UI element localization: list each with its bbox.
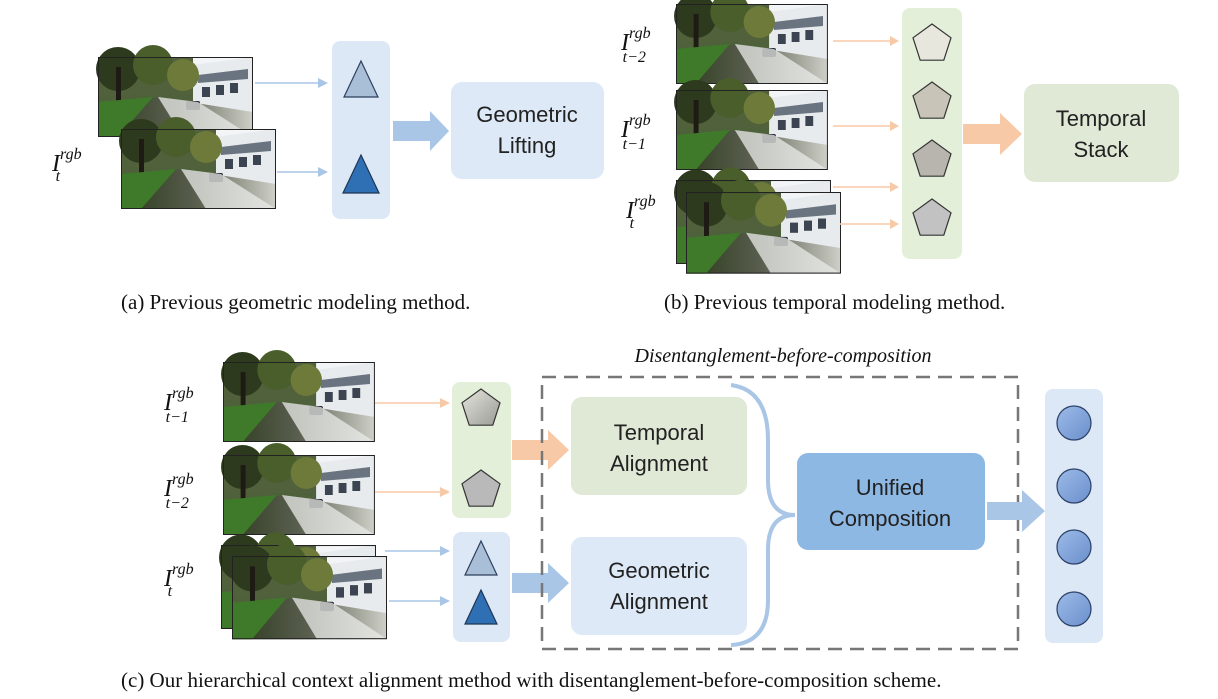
feature-panel-a	[332, 41, 390, 219]
circle-icon	[1056, 405, 1092, 441]
composition-brace	[730, 383, 796, 647]
orange-arrows-b	[833, 40, 890, 225]
scheme-title: Disentanglement-before-composition	[634, 345, 932, 367]
geometric-lifting-line2: Lifting	[498, 133, 557, 158]
triangle-dark-icon	[342, 153, 380, 194]
temporal-alignment-line2: Alignment	[610, 451, 708, 476]
block-arrow-geometric	[512, 563, 569, 603]
caption-c: (c) Our hierarchical context alignment m…	[121, 668, 941, 692]
rgb-frame-c-t-2	[220, 442, 376, 536]
feature-panel-b	[902, 8, 962, 259]
unified-composition-box	[797, 453, 985, 550]
rgb-frame-t-front	[683, 179, 842, 275]
geometric-alignment-box	[571, 537, 747, 635]
circle-icon	[1056, 529, 1092, 565]
block-arrow-b	[963, 113, 1022, 155]
temporal-stack-line1: Temporal	[1056, 106, 1146, 131]
rgb-frame-c-t-front	[229, 543, 388, 640]
temporal-stack-line2: Stack	[1073, 137, 1129, 162]
temporal-alignment-line1: Temporal	[614, 420, 704, 445]
triangle-dark-icon	[464, 588, 498, 625]
geometric-lifting-box	[451, 82, 604, 179]
rgb-frame-c-t-1	[220, 349, 376, 443]
geometric-lifting-line1: Geometric	[476, 102, 577, 127]
triangle-light-icon	[464, 539, 498, 576]
rgb-frame-front	[118, 116, 277, 210]
geometric-alignment-line1: Geometric	[608, 558, 709, 583]
geometric-feature-panel	[453, 532, 510, 642]
orange-arrows-c	[375, 402, 440, 493]
geometric-alignment-line2: Alignment	[610, 589, 708, 614]
output-panel	[1045, 389, 1103, 643]
circle-icon	[1056, 468, 1092, 504]
triangle-light-icon	[343, 59, 379, 98]
caption-a: (a) Previous geometric modeling method.	[121, 290, 470, 314]
circle-icon	[1056, 591, 1092, 627]
temporal-stack-box	[1024, 84, 1179, 182]
rgb-frame-t-1	[673, 77, 829, 171]
frame-stack-a	[95, 44, 277, 210]
caption-b: (b) Previous temporal modeling method.	[664, 290, 1005, 314]
unified-composition-line2: Composition	[829, 506, 951, 531]
block-arrow-temporal	[512, 430, 569, 470]
temporal-alignment-box	[571, 397, 747, 495]
blue-arrows-c	[385, 550, 440, 602]
rgb-frame-t-2	[673, 0, 829, 85]
unified-composition-line1: Unified	[856, 475, 924, 500]
block-arrow-output	[987, 490, 1045, 532]
block-arrow-a	[393, 111, 449, 151]
